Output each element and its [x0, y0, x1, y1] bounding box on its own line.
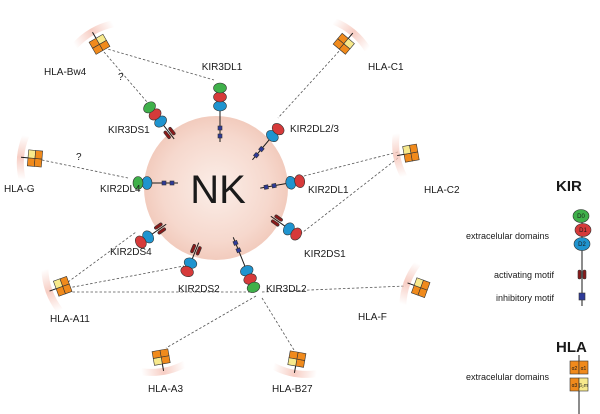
hla-legend-alpha1-domain	[578, 360, 589, 375]
kir-legend-d1-text: D1	[579, 228, 587, 234]
link-hla-bw4-kir3dl1	[103, 47, 215, 81]
question-mark-bw4-kir3ds1: ?	[118, 72, 124, 83]
hla-legend-beta2m-text: β₂m	[579, 383, 588, 389]
kir3dl2-label: KIR3DL2	[266, 284, 307, 295]
link-kir3dl2-hla-f	[261, 285, 407, 293]
kir-legend-d0-text: D0	[577, 214, 585, 220]
hla-bw4-molecule	[73, 21, 122, 62]
link-hla-a11-kir2ds4	[67, 231, 137, 283]
kir-legend-activating-motif-2	[582, 269, 587, 280]
hla-legend-title: HLA	[556, 339, 587, 356]
link-kir3dl2-hla-a3	[165, 295, 257, 349]
kir-legend-inhibitory-label: inhibitory motif	[496, 293, 555, 303]
hla-a3-label: HLA-A3	[148, 384, 183, 395]
kir2ds2-label: KIR2DS2	[178, 284, 220, 295]
hla-a3-molecule	[138, 346, 185, 375]
hla-legend-alpha1-text: α1	[581, 366, 587, 372]
kir3dl1-label: KIR3DL1	[202, 62, 243, 73]
hla-legend-beta2m-domain	[578, 377, 589, 392]
kir-legend-activating-label: activating motif	[494, 270, 555, 280]
hla-legend-alpha2-text: α2	[572, 366, 578, 372]
kir-legend-activating-motif	[577, 269, 582, 280]
hla-legend-extracellular-label: extracelular domains	[466, 372, 550, 382]
question-mark-hla-g-kir2dl4: ?	[76, 152, 82, 163]
link-hla-bw4-kir3ds1	[103, 51, 148, 103]
kir2dl4-label: KIR2DL4	[100, 184, 141, 195]
link-hla-g-kir2dl4	[41, 159, 129, 179]
kir2dl1-label: KIR2DL1	[308, 185, 349, 196]
kir2ds4-label: KIR2DS4	[110, 247, 152, 258]
hla-c1-label: HLA-C1	[368, 62, 404, 73]
hla-f-label: HLA-F	[358, 312, 387, 323]
hla-legend: HLA α2 α1 α3 β₂m extracelular domains	[466, 339, 589, 414]
hla-a11-molecule	[42, 263, 77, 312]
hla-g-molecule	[19, 135, 44, 181]
hla-b27-label: HLA-B27	[272, 384, 313, 395]
hla-bw4-label: HLA-Bw4	[44, 67, 87, 78]
kir2ds1-label: KIR2DS1	[304, 249, 346, 260]
hla-c2-molecule	[393, 130, 422, 177]
hla-b27-molecule	[273, 348, 320, 377]
link-hla-c2-kir2dl1	[295, 151, 399, 179]
interaction-links	[41, 47, 407, 351]
kir-legend-inhibitory-motif	[578, 292, 586, 301]
kir-legend-title: KIR	[556, 178, 582, 195]
hla-legend-alpha3-text: α3	[572, 383, 578, 389]
kir-legend-d1-domain	[574, 223, 592, 237]
kir2dl23-label: KIR2DL2/3	[290, 124, 339, 135]
link-hla-c2-kir2ds1	[297, 157, 399, 237]
link-kir3dl2-hla-b27	[261, 297, 295, 351]
link-hla-a11-kir2ds2	[67, 265, 185, 289]
hla-g-label: HLA-G	[4, 184, 35, 195]
hla-a11-label: HLA-A11	[50, 314, 90, 325]
hla-c2-label: HLA-C2	[424, 185, 460, 196]
link-hla-c1-kir2dl23	[277, 47, 343, 119]
nk-cell	[144, 116, 288, 260]
kir-legend: KIR D0 D1 D2 extracelular domains activa…	[466, 178, 592, 306]
kir3ds1-label: KIR3DS1	[108, 125, 150, 136]
kir-legend-d0-domain	[572, 209, 590, 223]
hla-f-molecule	[400, 262, 435, 311]
hla-c1-molecule	[322, 19, 370, 64]
kir-legend-d2-text: D2	[578, 242, 586, 248]
nk-cell-label: NK	[190, 168, 246, 212]
kir-legend-d2-domain	[573, 237, 591, 251]
kir-legend-extracellular-label: extracelular domains	[466, 231, 550, 241]
